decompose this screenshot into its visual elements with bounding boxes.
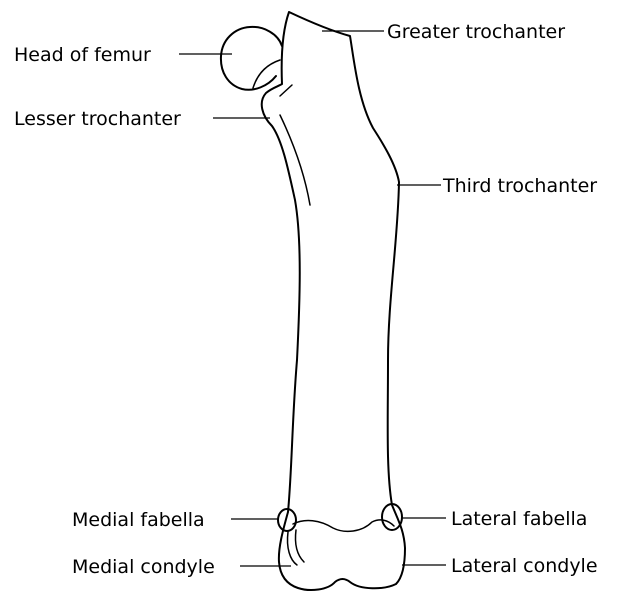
leader-lines	[179, 30, 446, 567]
lesser-trochanter-ridge	[279, 114, 311, 206]
medial-condyle-ridge	[286, 531, 298, 566]
condyle-surface-line	[292, 519, 395, 533]
label-lesser-trochanter: Lesser trochanter	[14, 108, 181, 130]
lesser-trochanter-tick	[279, 84, 293, 97]
label-medial-condyle: Medial condyle	[72, 556, 215, 578]
medial-condyle-ridge-inner	[294, 529, 305, 563]
labels: Head of femur Greater trochanter Lesser …	[14, 21, 598, 578]
femur-head-neck-line	[252, 59, 281, 89]
femur-head-outline	[219, 25, 283, 91]
label-third-trochanter: Third trochanter	[442, 175, 597, 197]
lateral-fabella-shape	[381, 503, 403, 531]
femur-shaft-outline	[260, 11, 406, 591]
label-medial-fabella: Medial fabella	[72, 509, 205, 531]
label-greater-trochanter: Greater trochanter	[387, 21, 565, 43]
medial-fabella-shape	[277, 508, 297, 532]
label-head-of-femur: Head of femur	[14, 44, 151, 66]
femur-bone	[219, 11, 406, 591]
label-lateral-condyle: Lateral condyle	[451, 555, 598, 577]
label-lateral-fabella: Lateral fabella	[451, 508, 587, 530]
